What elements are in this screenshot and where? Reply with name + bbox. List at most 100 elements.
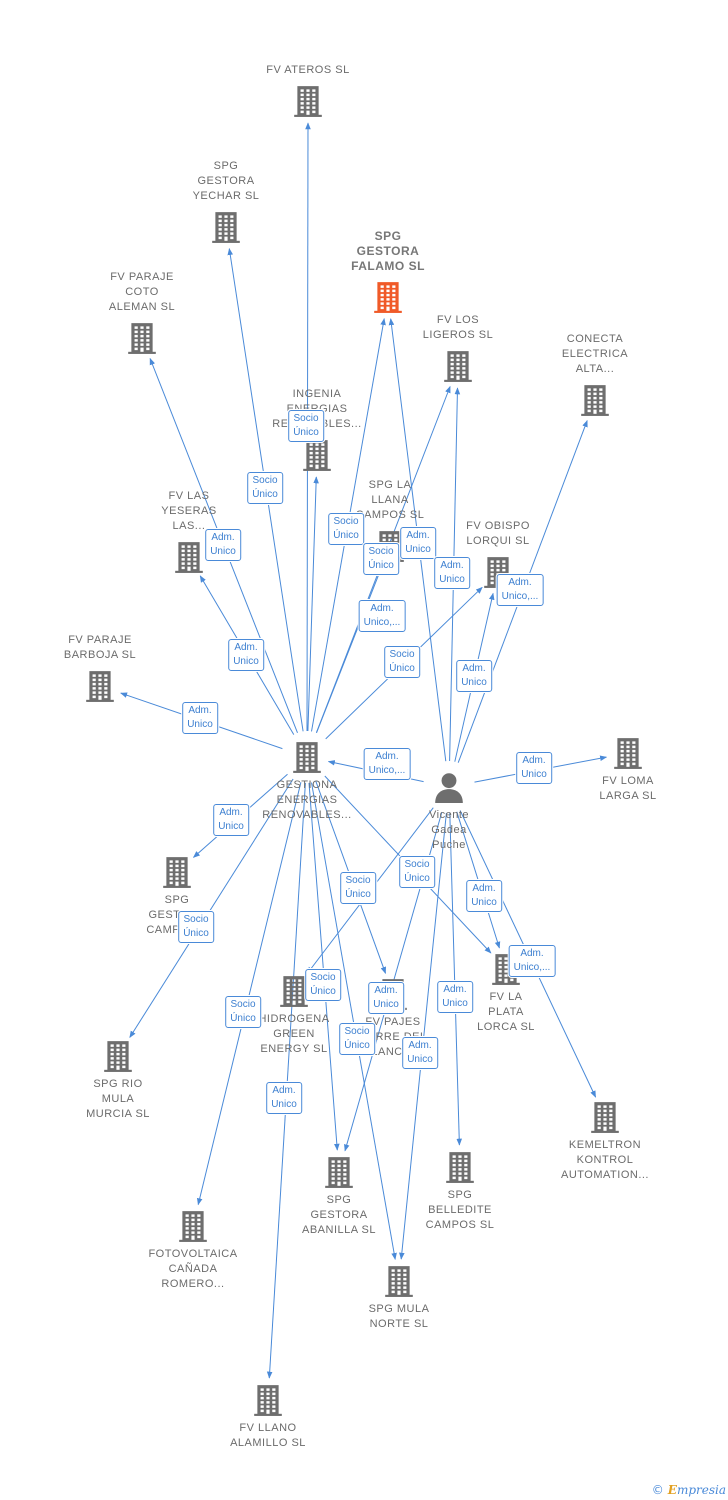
edge-vicente-plata [456, 811, 501, 949]
edge-label-vicente-plata[interactable]: Adm. Unico [466, 880, 502, 912]
node-label-ateros[interactable]: FV ATEROS SL [266, 63, 349, 78]
edge-label-vicente-loma[interactable]: Adm.Unico [516, 752, 552, 784]
building-icon[interactable] [83, 669, 117, 703]
edge-label-line: Único [183, 928, 209, 939]
node-label-line: SPG [374, 229, 402, 243]
edge-label-vicente-gestiona[interactable]: Adm.Unico,... [363, 748, 411, 780]
building-icon[interactable] [588, 1100, 622, 1134]
edge-label-line: Adm. [472, 883, 496, 894]
edge-label-line: Adm. [219, 807, 243, 818]
building-icon[interactable] [578, 383, 612, 417]
edge-gestiona-abanilla [308, 782, 340, 1151]
person-icon[interactable] [432, 770, 466, 804]
node-label-line: SPG RIO [93, 1078, 143, 1090]
building-icon[interactable] [101, 1039, 135, 1073]
building-icon[interactable] [251, 1383, 285, 1417]
node-label-line: FV OBISPO [466, 520, 530, 532]
node-label-line: PLATA [488, 1006, 524, 1018]
building-icon[interactable] [209, 210, 243, 244]
building-icon[interactable] [382, 1264, 416, 1298]
node-label-line: GESTORA [197, 175, 255, 187]
edge-label-line: Unico [405, 544, 431, 555]
building-icon[interactable] [322, 1155, 356, 1189]
building-icon[interactable] [172, 540, 206, 574]
edge-label-line: Adm. [374, 985, 398, 996]
edge-label-gestiona-gestcampos[interactable]: Adm. Unico [213, 804, 249, 836]
node-label-line: BARBOJA SL [63, 649, 137, 661]
edge-label-vicente-abanilla[interactable]: Adm.Unico [368, 982, 404, 1014]
building-icon[interactable] [371, 280, 405, 314]
building-icon[interactable] [125, 321, 159, 355]
edge-label-vicente-kemeltron[interactable]: Adm.Unico,... [508, 945, 556, 977]
building-icon[interactable] [290, 740, 324, 774]
edge-label-vicente-conecta[interactable]: Adm.Unico [456, 660, 492, 692]
edge-label-line: Adm. [211, 532, 235, 543]
edge-label-vicente-mulanorte[interactable]: Adm.Unico [402, 1037, 438, 1069]
edge-label-line: Adm. [272, 1085, 296, 1096]
edge-label-line: Unico [471, 897, 497, 908]
building-icon[interactable] [300, 438, 334, 472]
node-label-line: SPG [213, 160, 239, 172]
edge-label-line: Adm. [406, 530, 430, 541]
node-label-line: FALAMO SL [351, 259, 425, 273]
edge-label-gestiona-barboja[interactable]: Adm.Unico [182, 702, 218, 734]
edge-label-vicente-obispo[interactable]: Adm.Unico,... [496, 574, 544, 606]
node-label-line: ROMERO... [161, 1278, 225, 1290]
node-label-line: SPG LA [368, 479, 412, 491]
node-label-line: FV LA [489, 991, 523, 1003]
node-label-line: LARGA SL [599, 790, 657, 802]
edge-label-line: Adm. [234, 642, 258, 653]
building-icon[interactable] [441, 349, 475, 383]
edge-label-gestiona-yeseras[interactable]: Adm.Unico [205, 529, 241, 561]
building-icon[interactable] [291, 84, 325, 118]
edge-label-gestiona-coto[interactable]: Adm.Unico [228, 639, 264, 671]
edge-label-line: Unico [407, 1054, 433, 1065]
node-label-line: FV PAJES [365, 1016, 421, 1028]
edge-label-vicente-ligeros[interactable]: Adm.Unico [434, 557, 470, 589]
building-icon[interactable] [611, 736, 645, 770]
building-icon[interactable] [176, 1209, 210, 1243]
building-icon[interactable] [443, 1150, 477, 1184]
edge-label-gestiona-llana[interactable]: Adm.Unico,... [358, 600, 406, 632]
edge-label-vicente-falamo[interactable]: Adm. Unico [400, 527, 436, 559]
node-label-line: LIGEROS SL [422, 329, 494, 341]
building-icon[interactable] [160, 855, 194, 889]
node-label-line: LLANA [371, 494, 409, 506]
building-icon[interactable] [277, 974, 311, 1008]
edge-label-line: Unico [218, 821, 244, 832]
edge-label-vicente-belledite[interactable]: Adm.Unico [437, 981, 473, 1013]
edge-label-gestiona-llano[interactable]: Adm.Unico [266, 1082, 302, 1114]
